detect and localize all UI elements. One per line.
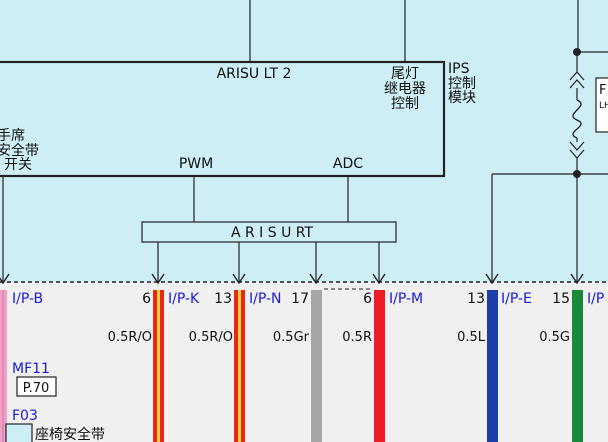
seatbelt-component-box [5, 423, 33, 442]
ips-label-1: IPS [448, 61, 470, 77]
module-box [0, 60, 446, 178]
adc-label: ADC [333, 156, 363, 172]
seatbelt-label-1: 手席 [0, 128, 25, 144]
fuse-box [595, 77, 608, 133]
wire-g [572, 290, 583, 442]
pin-number: 6 [142, 291, 151, 307]
connector-arrow-4 [309, 273, 323, 285]
connector-arrow-2 [151, 273, 165, 285]
connector-arrow-5 [372, 273, 386, 285]
connector-label: I/P-B [12, 291, 43, 307]
wire-pink [0, 290, 7, 442]
wire-spec: 0.5R/O [189, 330, 233, 345]
wire-gr [311, 290, 322, 442]
wire-ro-1-stripe [157, 290, 160, 442]
f-connector-label: F03 [12, 408, 38, 424]
pin-number: 13 [467, 291, 485, 307]
pwm-label: PWM [179, 156, 213, 172]
arisurt-label: A R I S U RT [231, 225, 314, 241]
connector-label: I/P-M [389, 291, 423, 307]
tail-relay-label-1: 尾灯 [391, 66, 419, 82]
connector-label: I/P [587, 291, 604, 307]
connector-label: I/P-K [168, 291, 200, 307]
seatbelt-component-label: 座椅安全带 [35, 426, 105, 442]
connector-arrow-3 [232, 273, 246, 285]
connector-arrow-7 [570, 273, 584, 285]
connector-label: I/P-E [501, 291, 532, 307]
fuse-box-label: F [599, 83, 606, 98]
fuse-chevron-2 [569, 79, 585, 89]
tail-relay-label-2: 继电器 [384, 81, 426, 97]
wire-spec: 0.5L [457, 330, 486, 345]
ips-label-3: 模块 [448, 90, 476, 106]
tail-relay-label-3: 控制 [391, 96, 419, 112]
mf-connector-label: MF11 [12, 361, 50, 377]
wire-spec: 0.5R/O [108, 330, 152, 345]
fuse-chevron-3 [569, 141, 585, 151]
arisurt-box [141, 221, 397, 243]
fuse-chevron-1 [569, 71, 585, 81]
fuse-icon [572, 99, 582, 139]
harness-area-background [0, 282, 608, 442]
pin-number: 15 [552, 291, 570, 307]
seatbelt-label-2: 安全带 [0, 142, 39, 159]
wire-spec: 0.5Gr [273, 330, 310, 345]
connector-arrow-6 [485, 273, 499, 285]
page-ref-label: P.70 [23, 381, 50, 396]
seatbelt-label-3: 开关 [4, 157, 32, 173]
wire-r [374, 290, 385, 442]
wire-spec: 0.5R [342, 330, 372, 345]
connector-label: I/P-N [249, 291, 282, 307]
page-ref-box[interactable] [16, 376, 57, 397]
pin-number: 17 [291, 291, 309, 307]
module-name: ARISU LT 2 [217, 66, 292, 82]
pin-number: 6 [363, 291, 372, 307]
wire-spec: 0.5G [539, 330, 570, 345]
fuse-box-sublabel: LH [599, 101, 608, 111]
pin-number: 13 [214, 291, 232, 307]
ips-label-2: 控制 [448, 76, 476, 92]
connector-arrow-1 [0, 273, 10, 285]
wire-ro-2-stripe [238, 290, 241, 442]
wire-l [487, 290, 498, 442]
